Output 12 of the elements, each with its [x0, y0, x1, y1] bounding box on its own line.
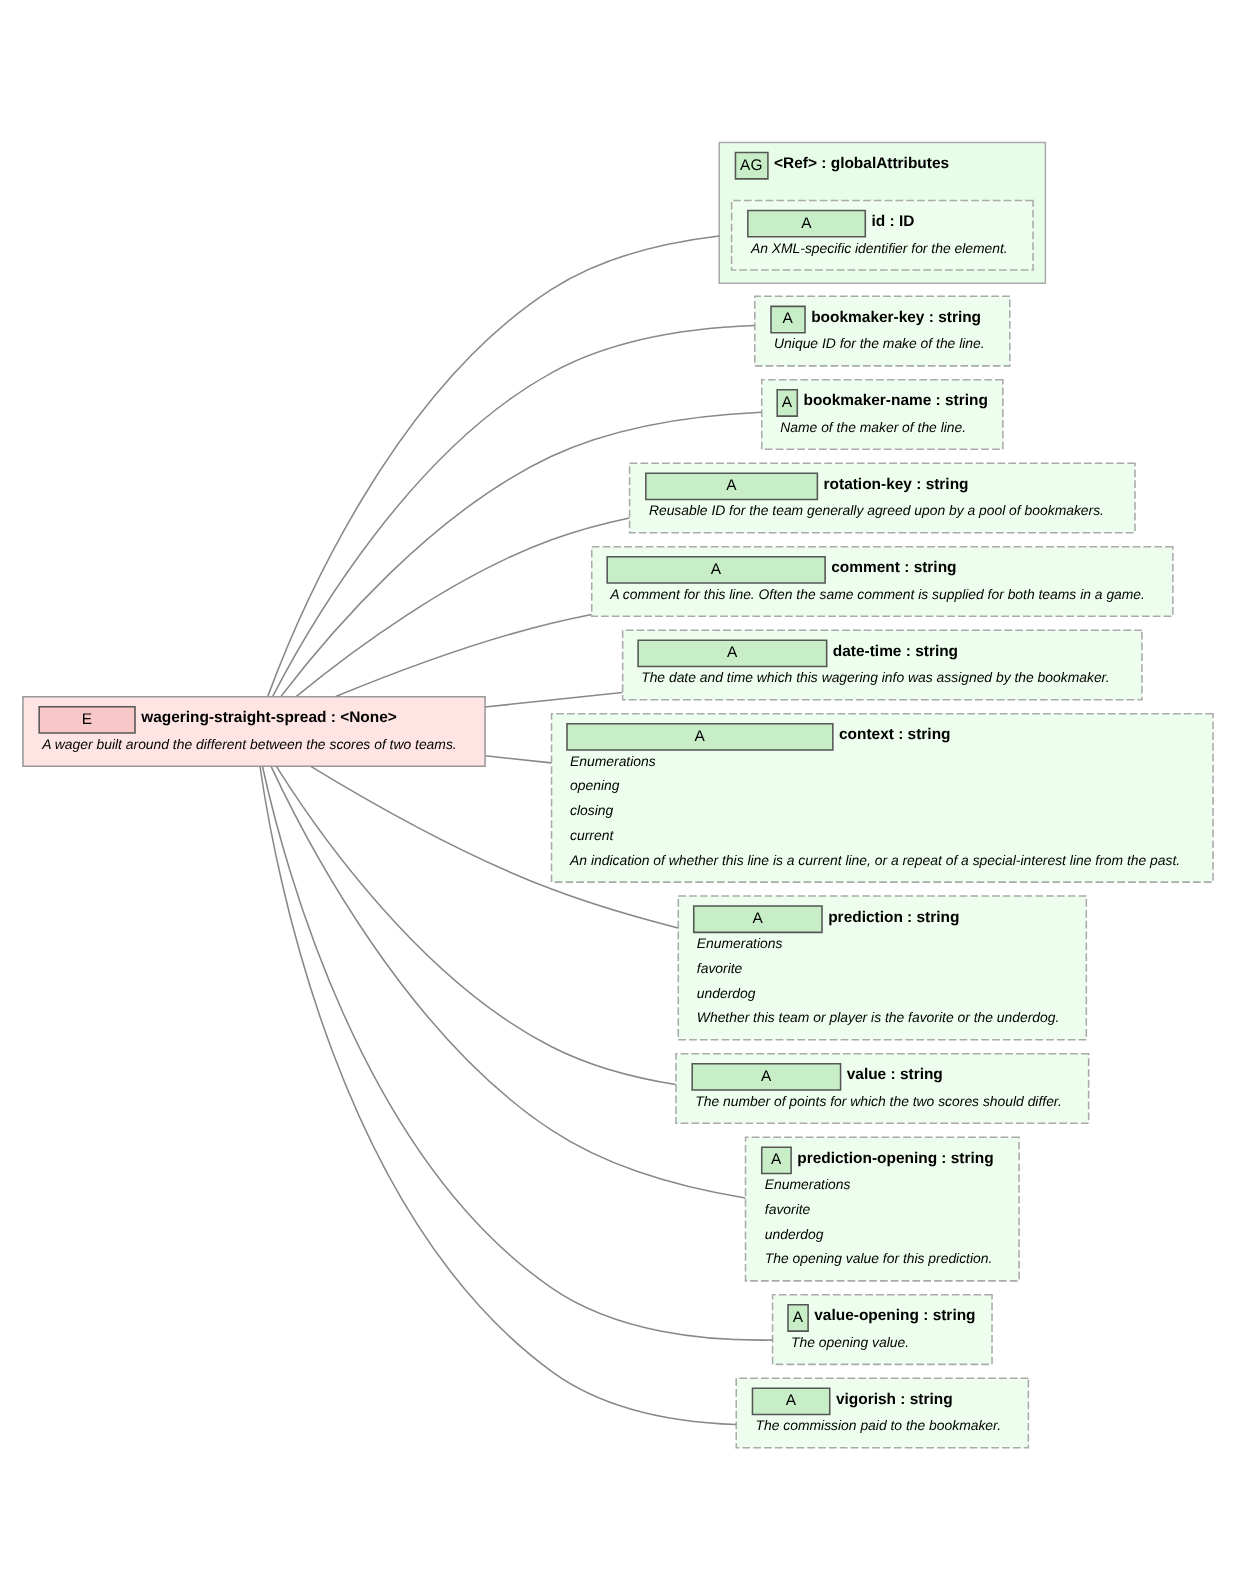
connector	[259, 765, 737, 1426]
connector	[310, 765, 679, 929]
connector	[271, 324, 756, 698]
connector	[280, 411, 763, 698]
connector	[484, 691, 624, 708]
connector	[261, 765, 774, 1341]
connector	[275, 765, 677, 1086]
connector	[295, 517, 631, 698]
connector	[270, 765, 747, 1199]
connector	[484, 755, 553, 764]
connector	[334, 613, 593, 698]
connector	[267, 235, 720, 697]
